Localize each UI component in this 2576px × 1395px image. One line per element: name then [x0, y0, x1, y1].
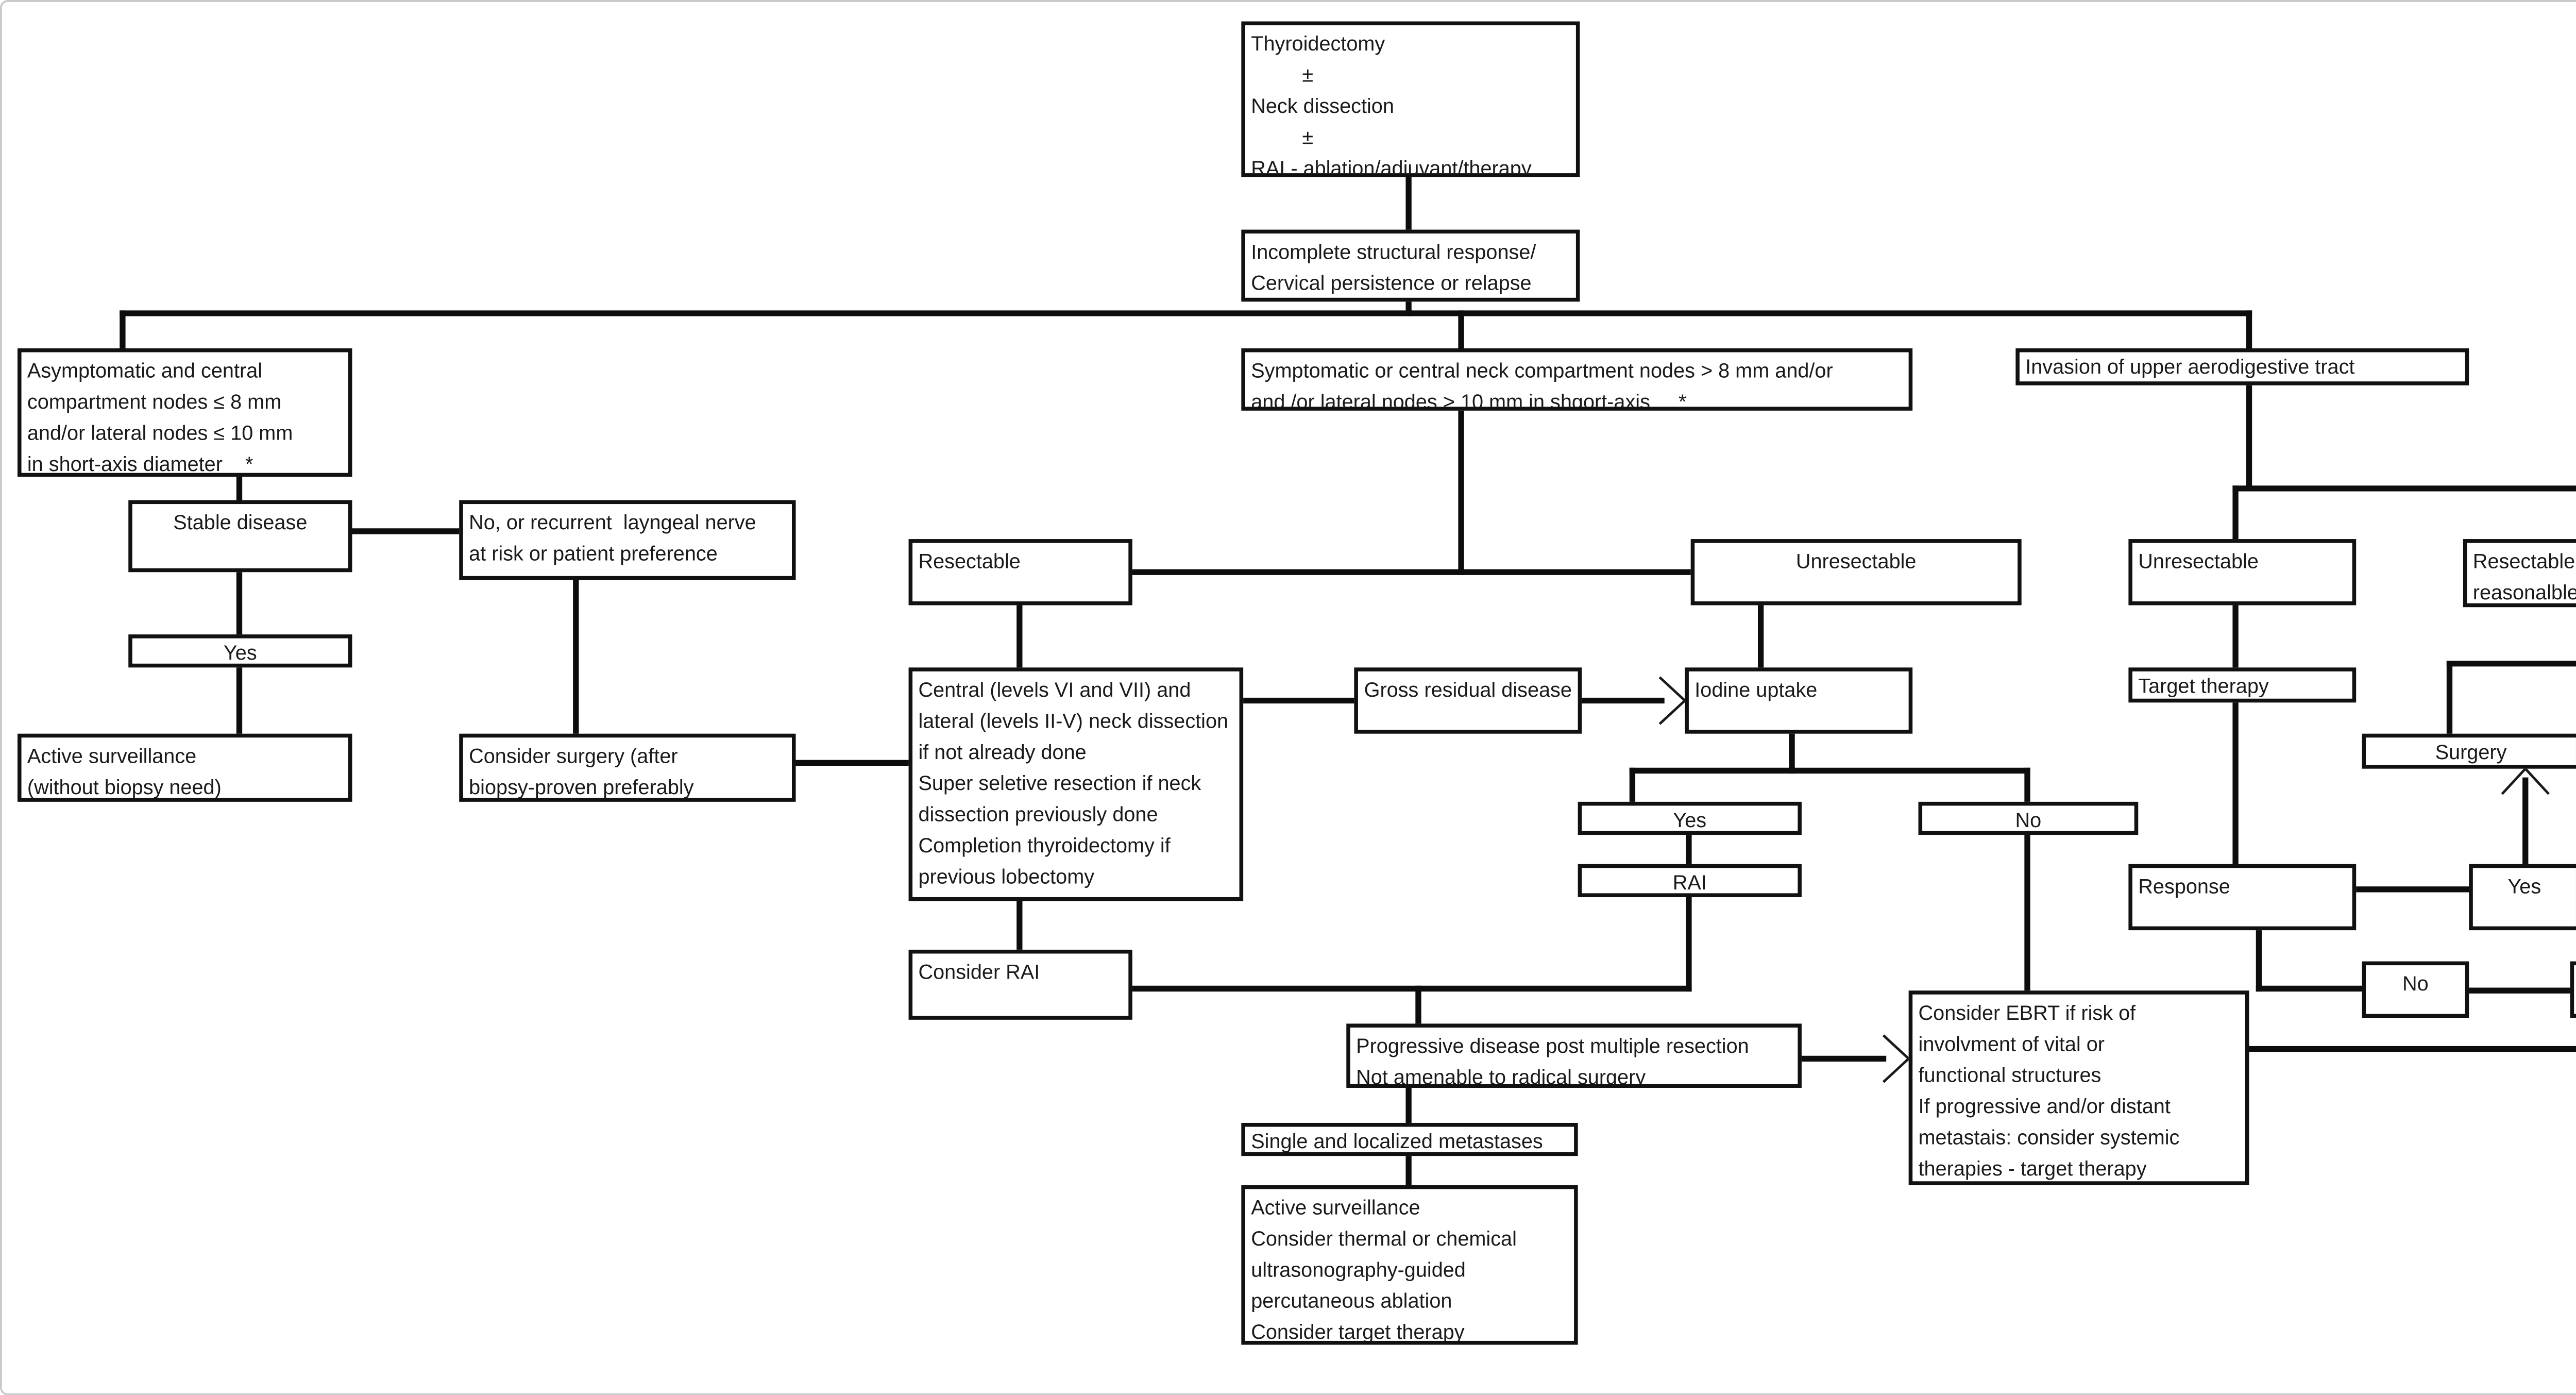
flow-node-label: Consider target therapy — [1251, 1321, 1465, 1345]
flow-node-label: Consider RAI — [918, 961, 1040, 985]
flow-node-yes-left-box: Yes — [128, 634, 352, 668]
flow-node-label: Super seletive resection if neck — [918, 772, 1201, 796]
flow-node-ebrt-box: Consider EBRT if risk of involvment of vi… — [1908, 990, 2249, 1185]
flow-node-consider-surgery-box: Consider surgery (after biopsy-proven pre… — [459, 733, 796, 802]
arrow-right-icon — [1658, 676, 1686, 725]
flow-node-label: metastais: consider systemic — [1918, 1127, 2180, 1150]
flow-node-label: Invasion of upper aerodigestive tract — [2025, 356, 2355, 380]
flow-node-invasion-box: Invasion of upper aerodigestive tract — [2015, 348, 2469, 385]
flow-node-label: Neck dissection — [1251, 95, 1394, 119]
flow-node-rai-box: RAI — [1578, 864, 1802, 897]
flow-node-thyroidectomy-box: Thyroidectomy ± Neck dissection ± RAI - ab… — [1241, 21, 1580, 177]
flow-node-label: Gross residual disease — [1364, 679, 1572, 703]
flow-node-label: in short-axis diameter * — [27, 453, 253, 477]
flow-node-label: Target therapy — [2138, 675, 2269, 699]
flow-node-label: ± — [1251, 126, 1314, 150]
flow-node-symptomatic-box: Symptomatic or central neck compartment … — [1241, 348, 1913, 411]
flow-node-progressive-disease-box: Progressive disease post multiple resect… — [1346, 1023, 1802, 1088]
flow-node-label: Iodine uptake — [1694, 679, 1818, 703]
flow-node-label: Active surveillance — [27, 745, 197, 769]
flow-node-single-metastases-box: Single and localized metastases — [1241, 1122, 1578, 1156]
arrow-up-icon — [2501, 767, 2550, 795]
flow-node-nerve-risk-box: No, or recurrent layngeal nerve at risk o… — [459, 500, 796, 580]
flow-node-consider-rai-box: Consider RAI — [908, 949, 1132, 1020]
flow-node-label: and/or lateral nodes ≤ 10 mm — [27, 422, 293, 446]
flow-node-incomplete-response-box: Incomplete structural response/Cervical … — [1241, 229, 1580, 302]
flow-node-label: Resectable — [918, 550, 1021, 575]
flow-node-label: and /or lateral nodes > 10 mm in shgort-… — [1251, 391, 1687, 411]
flow-node-label: Incomplete structural response/ — [1251, 241, 1536, 265]
flow-node-label: at risk or patient preference — [469, 543, 718, 566]
flow-node-label: biopsy-proven preferably — [469, 776, 694, 800]
flow-node-unresectable-right-box: Unresectable — [2128, 539, 2357, 606]
flow-node-label: Completion thyroidectomy if — [918, 835, 1171, 859]
flow-node-label: Active surveillance — [1251, 1197, 1420, 1220]
flow-node-label: previous lobectomy — [918, 866, 1095, 889]
flow-node-label: Unresectable — [1795, 550, 1917, 575]
flow-node-label: No, or recurrent layngeal nerve — [469, 512, 756, 535]
flow-node-label: therapies - target therapy — [1918, 1157, 2147, 1182]
flow-node-label: Central (levels VI and VII) and — [918, 679, 1191, 703]
flow-node-neck-dissection-box: Central (levels VI and VII) and lateral (… — [908, 667, 1244, 901]
flow-node-label: No — [2402, 973, 2429, 997]
flow-node-label: (without biopsy need) — [27, 776, 222, 800]
flow-node-label: Consider thermal or chemical — [1251, 1228, 1517, 1252]
flow-node-no-mid-box: No — [1918, 801, 2139, 835]
flow-node-label: Not amenable to radical surgery — [1356, 1066, 1646, 1088]
flow-node-label: Progressive disease post multiple resect… — [1356, 1035, 1749, 1059]
flow-node-label: lateral (levels II-V) neck dissection — [918, 710, 1229, 734]
flow-node-active-surveillance-box: Active surveillance (without biopsy need) — [17, 733, 352, 802]
flow-node-label: Yes — [223, 642, 257, 666]
flow-node-label: Stable disease — [173, 512, 308, 535]
flow-node-label: functional structures — [1918, 1064, 2102, 1088]
flow-node-label: Thyroidectomy — [1251, 33, 1385, 57]
flow-node-label: Yes — [2507, 876, 2541, 899]
flow-node-response-box: Response — [2128, 864, 2357, 931]
flow-node-label: Surgery — [2435, 741, 2507, 765]
flow-node-label: Yes — [1673, 809, 1707, 833]
flow-node-stable-disease-box: Stable disease — [128, 500, 352, 573]
flow-node-label: reasonalble quality of life — [2472, 582, 2576, 606]
flow-node-label: Response — [2138, 876, 2230, 899]
flow-node-palliation-box: Palliation — [2570, 961, 2576, 1018]
flow-node-label: Asymptomatic and central — [27, 360, 263, 383]
flow-node-target-therapy-box: Target therapy — [2128, 667, 2357, 703]
flow-node-label: ultrasonography-guided — [1251, 1259, 1466, 1283]
flow-node-surgery-box: Surgery — [2362, 733, 2576, 769]
flow-node-label: involvment of vital or — [1918, 1033, 2105, 1057]
flow-node-label: No — [2015, 809, 2042, 833]
flow-node-label: dissection previously done — [918, 803, 1158, 827]
flow-node-label: Consider EBRT if risk of — [1918, 1002, 2136, 1026]
flow-node-label: Single and localized metastases — [1251, 1131, 1543, 1154]
flow-node-label: Cervical persistence or relapse — [1251, 272, 1532, 296]
flow-node-yes-right-box: Yes — [2469, 864, 2576, 931]
flow-node-gross-residual-box: Gross residual disease — [1354, 667, 1582, 734]
flow-node-yes-mid-box: Yes — [1578, 801, 1802, 835]
flow-node-label: Resectable with — [2472, 550, 2576, 575]
flow-node-label: compartment nodes ≤ 8 mm — [27, 391, 282, 415]
flow-node-resectable-qol-box: Resectable with reasonalble quality of li… — [2463, 539, 2576, 608]
flow-node-label: Symptomatic or central neck compartment … — [1251, 360, 1833, 383]
flow-node-asymptomatic-box: Asymptomatic and central compartment node… — [17, 348, 352, 477]
flow-node-resectable-box: Resectable — [908, 539, 1132, 606]
flow-node-unresectable-mid-box: Unresectable — [1690, 539, 2022, 606]
flow-node-iodine-uptake-box: Iodine uptake — [1685, 667, 1913, 734]
flow-node-label: RAI — [1672, 871, 1707, 896]
flow-node-no-right-box: No — [2362, 961, 2469, 1018]
flow-node-label: ± — [1251, 64, 1314, 88]
flow-node-label: RAI - ablation/adjuvant/therapy — [1251, 157, 1532, 177]
flow-node-label: Consider surgery (after — [469, 745, 678, 769]
flow-node-label: if not already done — [918, 741, 1087, 765]
flow-node-label: If progressive and/or distant — [1918, 1096, 2171, 1119]
flow-node-label: Unresectable — [2138, 550, 2259, 575]
flow-node-label: percutaneous ablation — [1251, 1290, 1452, 1314]
